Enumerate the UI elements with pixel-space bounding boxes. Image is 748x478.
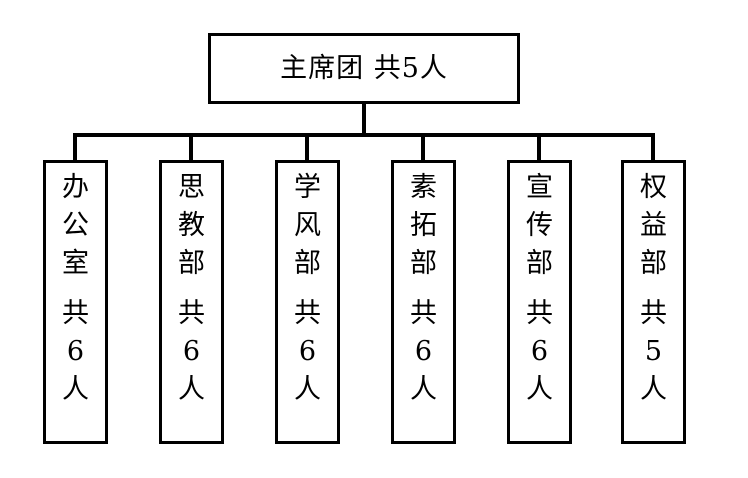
- child-name-char: 权: [640, 172, 667, 203]
- child-count-prefix: 共: [410, 298, 437, 329]
- child-label-spacer: [46, 283, 105, 295]
- child-name-char: 学: [294, 172, 321, 203]
- child-name-char: 室: [62, 248, 89, 279]
- child-label-spacer: [624, 283, 683, 295]
- child-name-char: 思: [178, 172, 205, 203]
- child-label-spacer: [162, 283, 221, 295]
- root-node-chairmanship[interactable]: 主席团 共5人: [208, 33, 520, 104]
- child-name-char: 部: [640, 248, 667, 279]
- child-name-char: 办: [62, 172, 89, 203]
- child-count-value: 6: [414, 336, 433, 367]
- child-name-char: 素: [410, 172, 437, 203]
- child-node-rights-and-interests[interactable]: 权 益 部 共 5 人: [621, 160, 686, 444]
- child-count-unit: 人: [410, 374, 437, 405]
- child-count-value: 6: [298, 336, 317, 367]
- child-name-char: 教: [178, 210, 205, 241]
- child-name-char: 部: [526, 248, 553, 279]
- child-node-ideological-education[interactable]: 思 教 部 共 6 人: [159, 160, 224, 444]
- connector-drop-1: [73, 133, 77, 162]
- child-count-value: 6: [530, 336, 549, 367]
- child-count-unit: 人: [294, 374, 321, 405]
- child-name-char: 传: [526, 210, 553, 241]
- connector-drop-2: [189, 133, 193, 162]
- connector-drop-6: [651, 133, 655, 162]
- child-name-char: 宣: [526, 172, 553, 203]
- child-label-spacer: [510, 283, 569, 295]
- child-name-char: 益: [640, 210, 667, 241]
- child-count-prefix: 共: [526, 298, 553, 329]
- child-name-char: 拓: [410, 210, 437, 241]
- child-count-value: 6: [66, 336, 85, 367]
- child-count-value: 5: [644, 336, 663, 367]
- child-node-quality-development[interactable]: 素 拓 部 共 6 人: [391, 160, 456, 444]
- child-count-unit: 人: [178, 374, 205, 405]
- child-label-spacer: [394, 283, 453, 295]
- child-name-char: 部: [178, 248, 205, 279]
- child-count-unit: 人: [62, 374, 89, 405]
- child-label-spacer: [278, 283, 337, 295]
- connector-root-stem: [362, 104, 366, 137]
- connector-horizontal-bus: [73, 133, 655, 137]
- child-count-unit: 人: [526, 374, 553, 405]
- child-name-char: 公: [62, 210, 89, 241]
- child-count-prefix: 共: [640, 298, 667, 329]
- connector-drop-3: [305, 133, 309, 162]
- connector-drop-5: [537, 133, 541, 162]
- child-count-prefix: 共: [62, 298, 89, 329]
- child-count-prefix: 共: [294, 298, 321, 329]
- child-name-char: 部: [294, 248, 321, 279]
- child-count-value: 6: [182, 336, 201, 367]
- child-name-char: 风: [294, 210, 321, 241]
- child-count-unit: 人: [640, 374, 667, 405]
- root-node-label: 主席团 共5人: [280, 53, 448, 84]
- child-name-char: 部: [410, 248, 437, 279]
- child-count-prefix: 共: [178, 298, 205, 329]
- child-node-publicity[interactable]: 宣 传 部 共 6 人: [507, 160, 572, 444]
- connector-drop-4: [421, 133, 425, 162]
- child-node-academic-style[interactable]: 学 风 部 共 6 人: [275, 160, 340, 444]
- child-node-office[interactable]: 办 公 室 共 6 人: [43, 160, 108, 444]
